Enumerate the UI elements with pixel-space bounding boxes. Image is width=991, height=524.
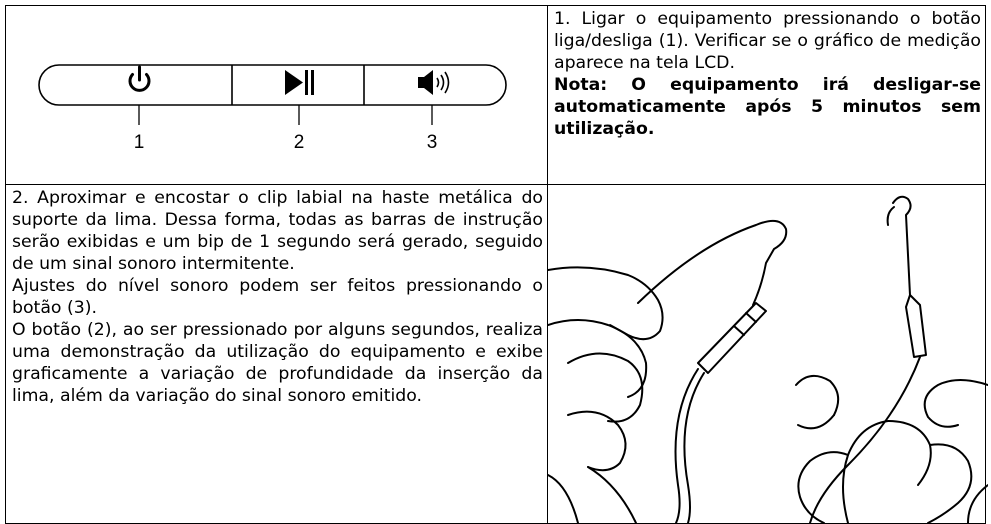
clip-connector — [697, 302, 767, 374]
instruction-table: 1 2 3 1. Ligar o equipamento pressionand… — [5, 5, 988, 524]
button-label-1: 1 — [134, 132, 145, 153]
step2-paragraph-3: O botão (2), ao ser pressionado por algu… — [12, 320, 543, 406]
button-panel-outline — [38, 64, 507, 106]
cable — [674, 368, 699, 523]
step1-text: 1. Ligar o equipamento pressionando o bo… — [554, 9, 981, 73]
play-pause-icon — [285, 70, 314, 95]
button-label-2: 2 — [294, 132, 305, 153]
power-icon — [128, 65, 151, 92]
step1-cell: 1. Ligar o equipamento pressionando o bo… — [547, 5, 986, 185]
illustration-cell — [547, 184, 988, 524]
hands-clip-file-holder-illustration — [548, 195, 988, 523]
step2-cell: 2. Aproximar e encostar o clip labial na… — [5, 184, 548, 524]
button-panel-diagram: 1 2 3 — [38, 64, 507, 153]
file-holder-rod — [892, 195, 912, 296]
step2-paragraph-2: Ajustes do nível sonoro podem ser feitos… — [12, 276, 543, 318]
step1-note: Nota: O equipamento irá desligar-se auto… — [554, 75, 981, 139]
file-holder-handle — [905, 294, 927, 358]
lip-clip-hook — [637, 219, 788, 306]
left-hand — [548, 266, 664, 341]
buttons-figure-cell: 1 2 3 — [5, 5, 548, 185]
speaker-volume-icon — [418, 70, 450, 95]
button-label-3: 3 — [427, 132, 438, 153]
right-hand — [923, 379, 988, 428]
step2-paragraph-1: 2. Aproximar e encostar o clip labial na… — [12, 188, 543, 274]
